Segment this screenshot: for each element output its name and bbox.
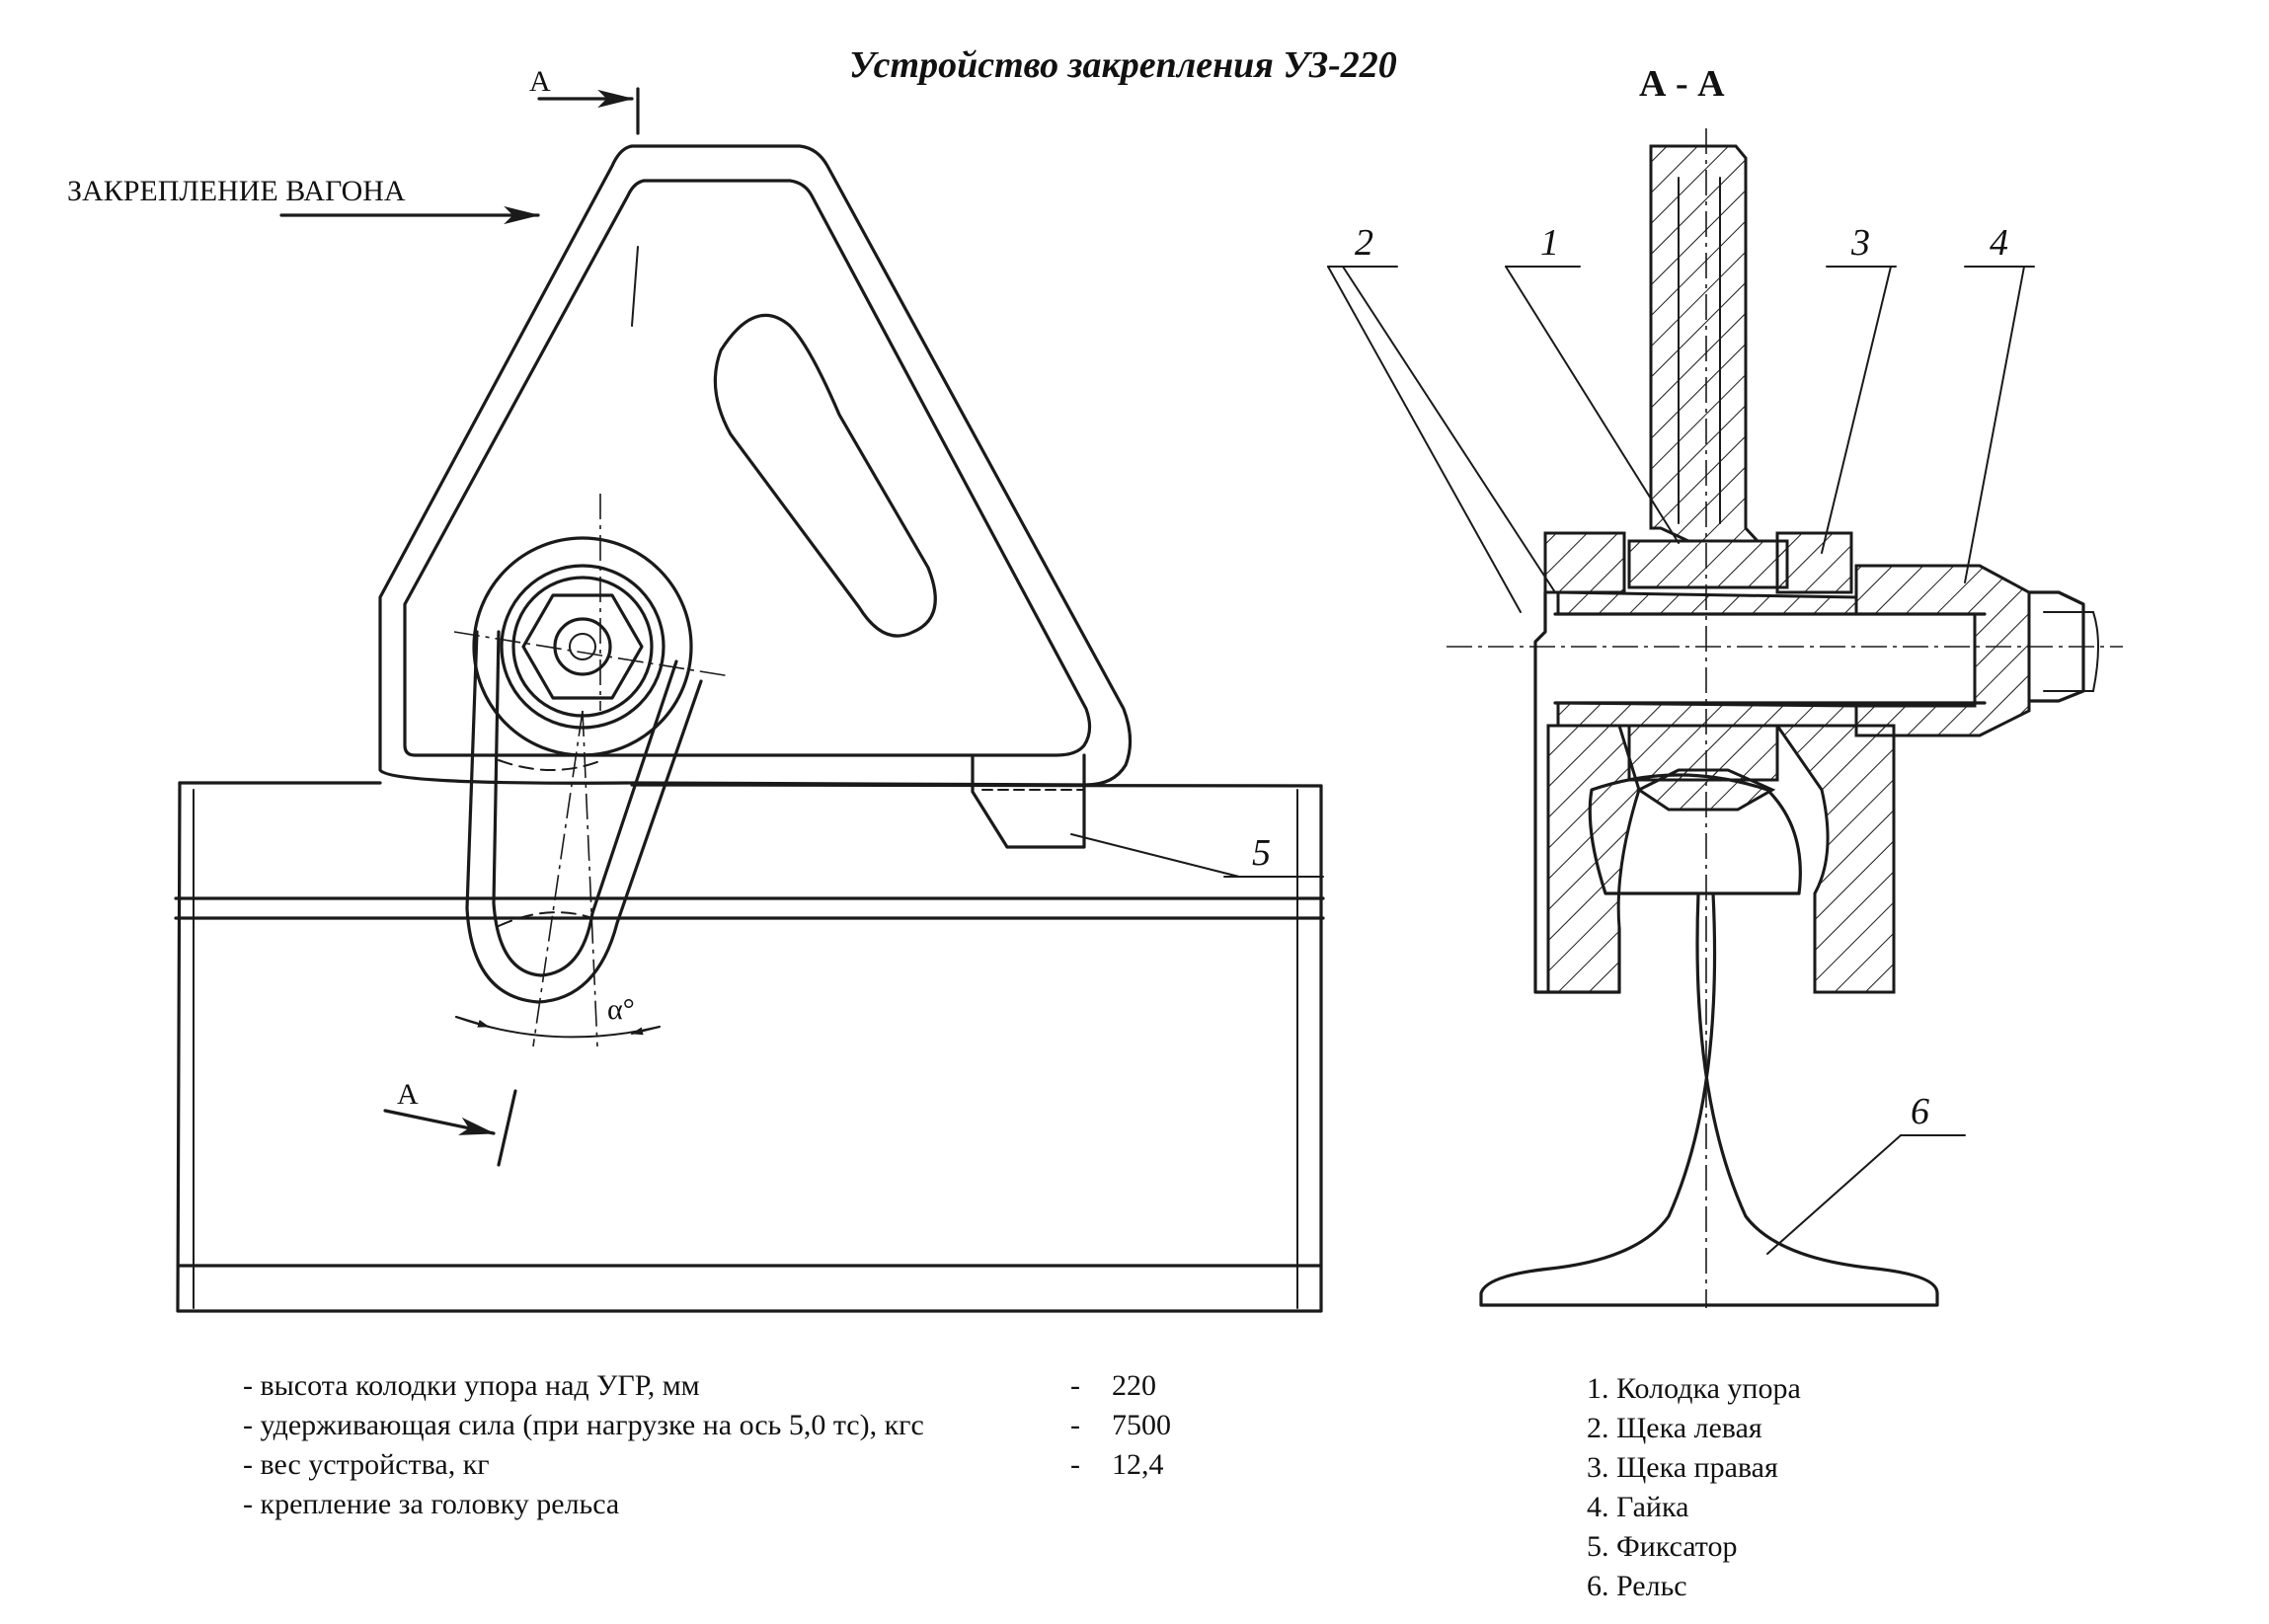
spec-label: - вес устройства, кг — [243, 1448, 490, 1481]
callout-2: 2 — [1355, 222, 1373, 264]
drawing-title: Устройство закрепления УЗ-220 — [849, 44, 1397, 86]
angle-label: α° — [607, 993, 635, 1026]
spec-value: 220 — [1112, 1369, 1156, 1402]
spec-dash: - — [1070, 1448, 1080, 1481]
callout-5: 5 — [1252, 832, 1271, 874]
legend-item: 3. Щека правая — [1587, 1451, 1778, 1484]
rail-side-view — [174, 781, 1325, 1313]
callout-1: 1 — [1540, 222, 1559, 264]
legend-item: 6. Рельс — [1587, 1570, 1687, 1602]
section-cut-bottom — [383, 1089, 517, 1167]
lever-arm — [453, 494, 732, 1047]
callout-4: 4 — [1990, 222, 2008, 264]
legend-item: 4. Гайка — [1587, 1491, 1689, 1523]
section-mark-bottom: А — [397, 1078, 419, 1111]
spec-dash: - — [1070, 1409, 1080, 1441]
section-view: А - А — [1327, 63, 2123, 1308]
callout-6: 6 — [1911, 1091, 1929, 1132]
section-label: А - А — [1639, 63, 1725, 105]
legend-item: 1. Колодка упора — [1587, 1372, 1801, 1405]
direction-label: ЗАКРЕПЛЕНИЕ ВАГОНА — [67, 175, 406, 207]
callout-leaders — [1327, 266, 2035, 1255]
parts-legend: 1. Колодка упора 2. Щека левая 3. Щека п… — [1587, 1369, 1801, 1606]
spec-label: - удерживающая сила (при нагрузке на ось… — [243, 1409, 924, 1441]
section-mark-top: А — [529, 65, 551, 98]
spec-value: 7500 — [1112, 1409, 1171, 1441]
spec-value: 12,4 — [1112, 1448, 1164, 1481]
spec-label: - высота колодки упора над УГР, мм — [243, 1369, 700, 1402]
legend-item: 5. Фиксатор — [1587, 1530, 1738, 1563]
spec-dash: - — [1070, 1369, 1080, 1402]
section-cut-top — [537, 87, 640, 327]
side-view: α° А А ЗАКРЕПЛЕНИЕ ВАГОНА 5 — [67, 65, 1325, 1313]
legend-item: 2. Щека левая — [1587, 1412, 1762, 1444]
spec-label: - крепление за головку рельса — [243, 1488, 620, 1520]
chock-shoe-body — [378, 144, 1133, 849]
callout-3: 3 — [1850, 222, 1870, 264]
